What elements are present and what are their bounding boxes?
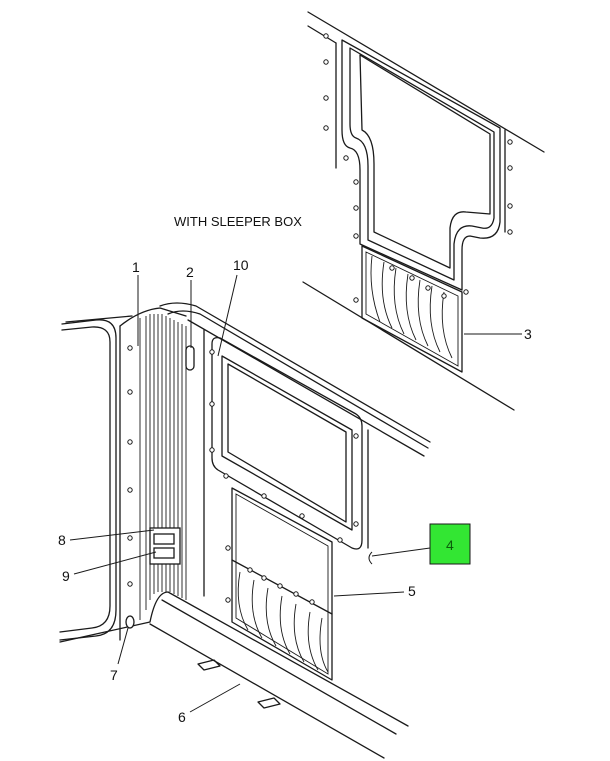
callout-4-highlight [429,523,471,565]
sleeper-box-view [302,11,545,411]
callout-7: 7 [110,667,118,683]
caption-with-sleeper-box: WITH SLEEPER BOX [174,214,302,229]
callout-5: 5 [408,583,416,599]
callout-2: 2 [186,264,194,280]
pillar-ribs [139,314,187,620]
callout-1: 1 [132,259,140,275]
leader-lines [69,274,522,713]
courtesy-lamp [125,615,135,629]
callout-6: 6 [178,709,186,725]
louver-slats-upper [370,255,453,359]
fasteners-upper [323,33,513,303]
callout-3: 3 [524,326,532,342]
cab-view [59,302,431,759]
fasteners-lower [127,345,359,605]
callout-10: 10 [233,257,249,273]
louver-slats-lower [237,571,329,673]
callouts: 1 2 3 4 5 6 7 8 9 10 [58,257,532,725]
callout-4: 4 [446,537,454,553]
marker-lamp [185,345,195,371]
callout-9: 9 [62,568,70,584]
callout-8: 8 [58,532,66,548]
switch-plate [149,527,181,565]
